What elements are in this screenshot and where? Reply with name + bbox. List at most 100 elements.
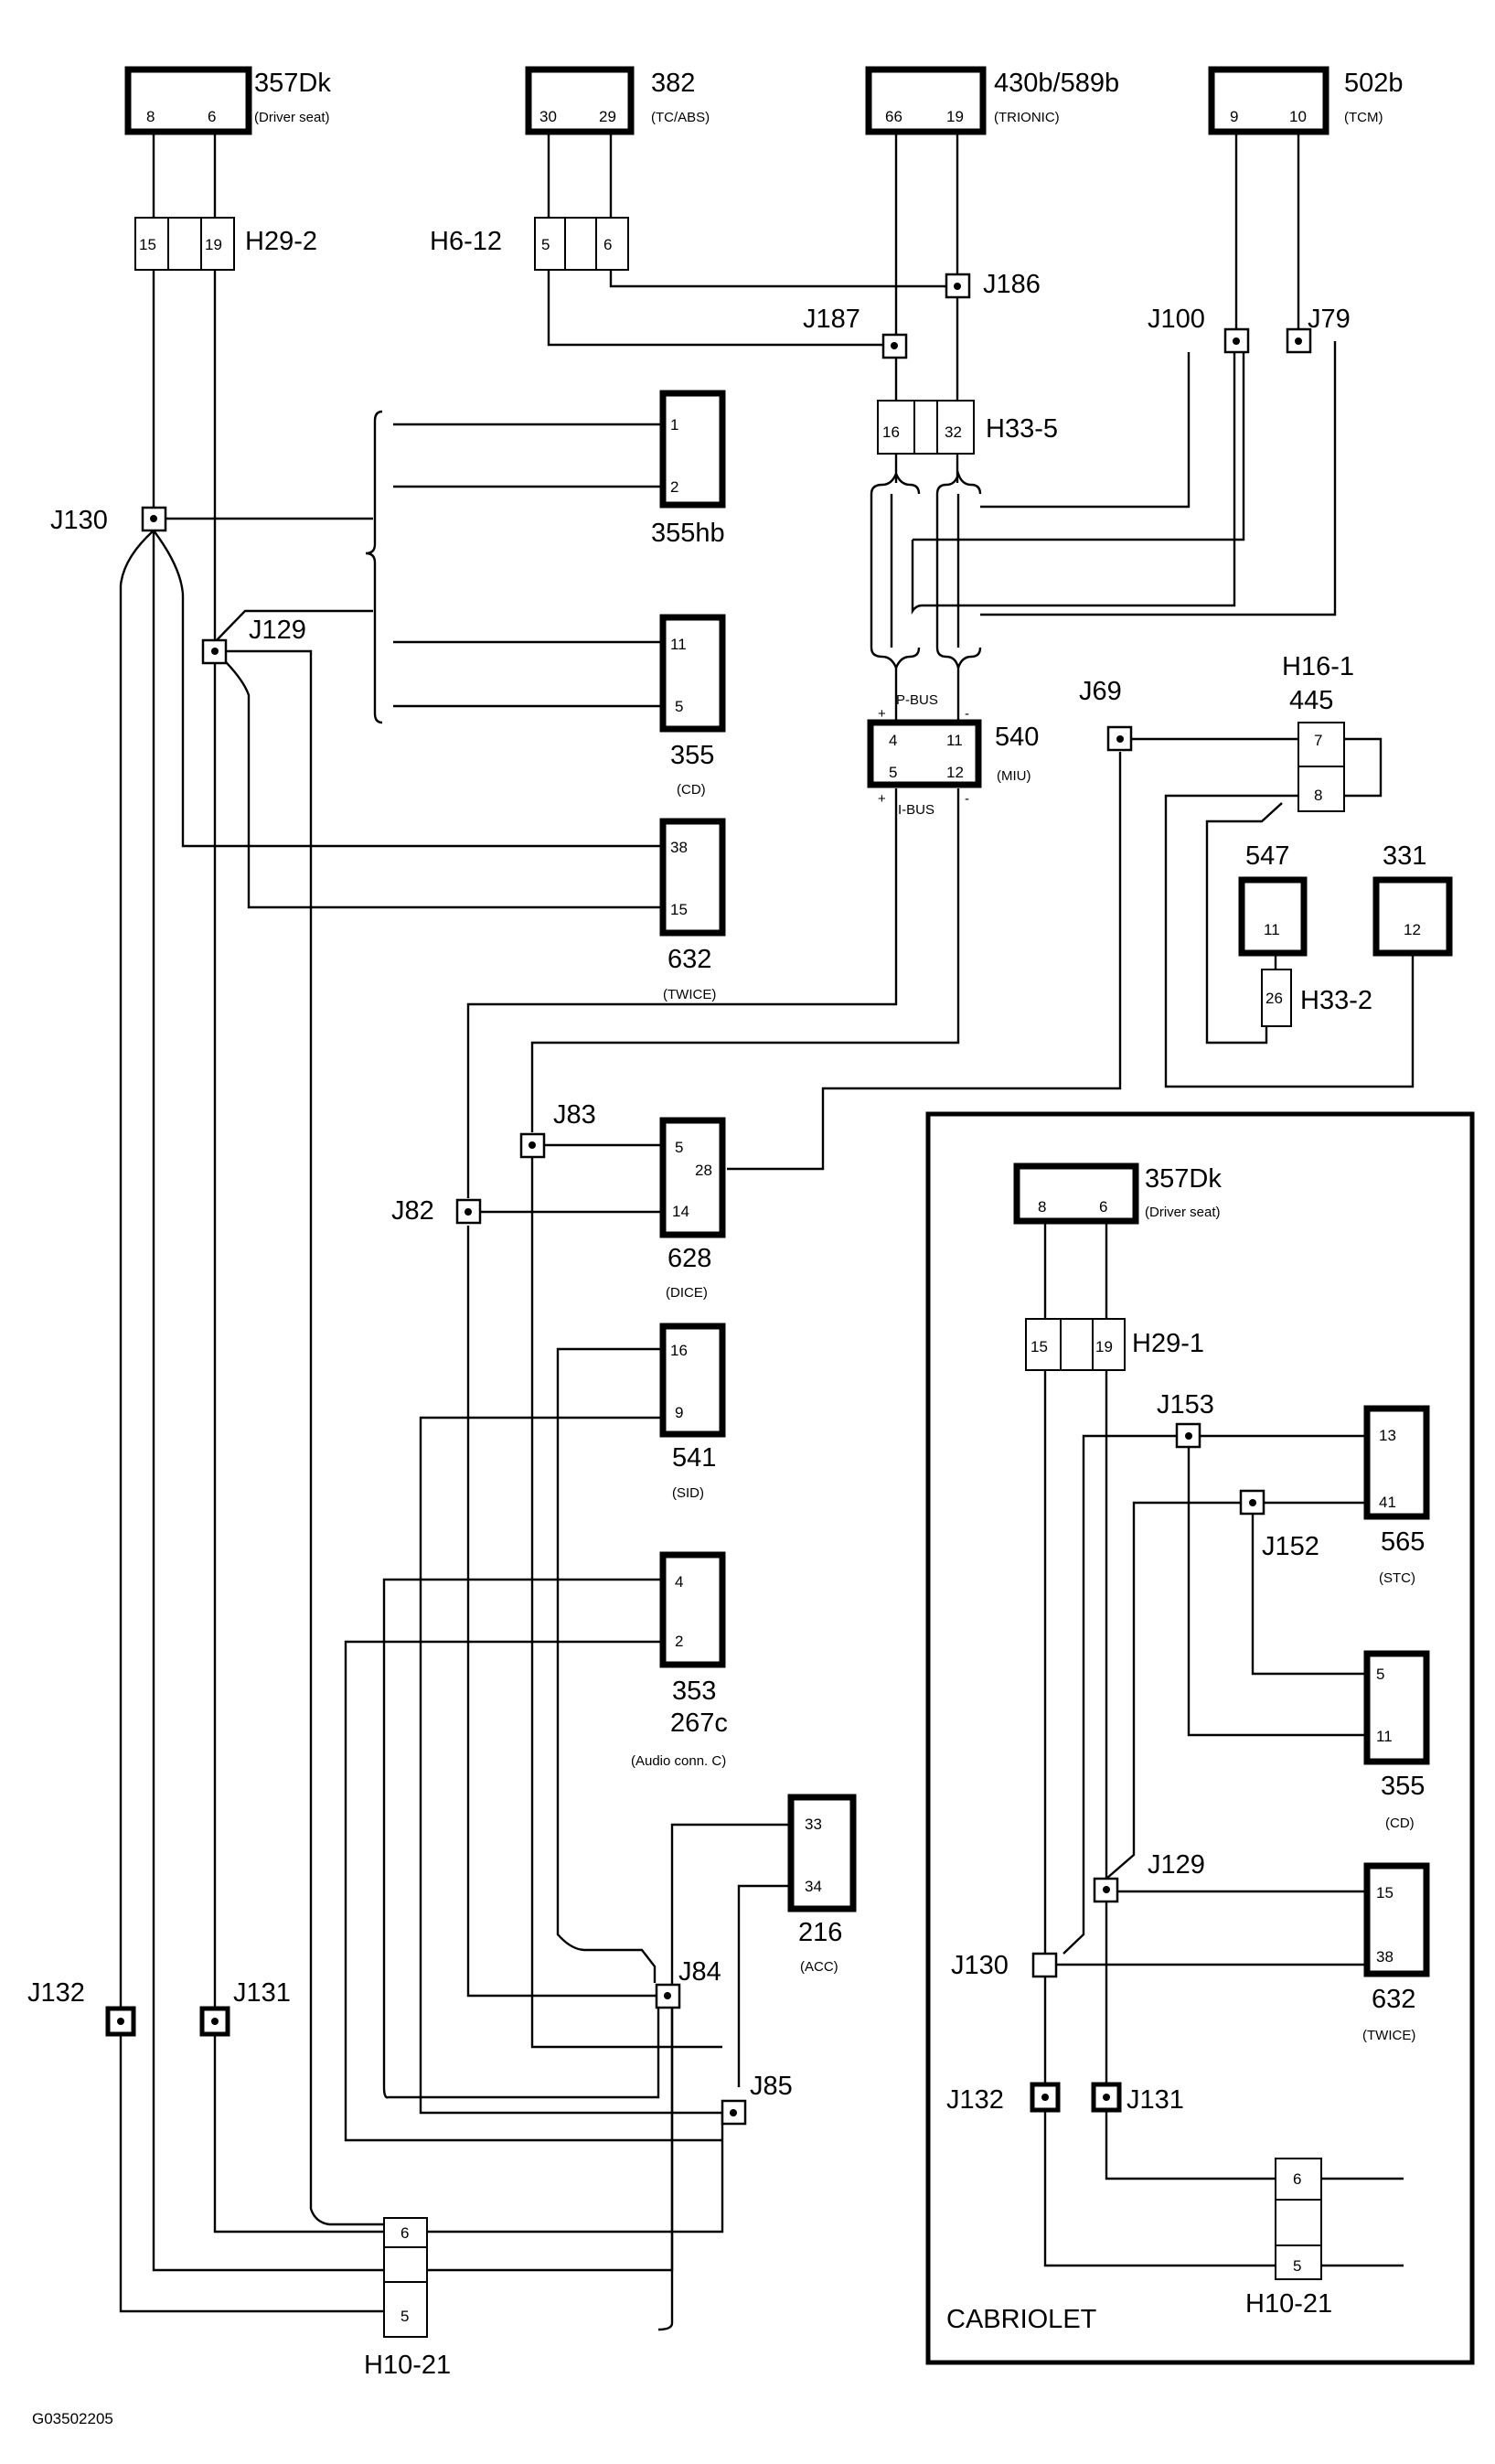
module-628: 5 28 14 628 (DICE) — [659, 1117, 726, 1301]
svg-text:6: 6 — [1099, 1198, 1107, 1216]
svg-text:J152: J152 — [1262, 1532, 1319, 1561]
junction-j130: J130 — [50, 506, 167, 535]
module-267c-label: 267c — [670, 1709, 728, 1738]
svg-text:10: 10 — [1289, 108, 1307, 125]
svg-text:J85: J85 — [750, 2072, 793, 2101]
svg-text:J69: J69 — [1079, 677, 1122, 706]
module-547-label: 547 — [1245, 841, 1289, 871]
module-355hb: 1 2 355hb — [651, 390, 726, 548]
svg-text:15: 15 — [670, 901, 688, 918]
module-502b-label: 502b — [1344, 69, 1404, 98]
module-502b: 9 10 502b (TCM) — [1208, 66, 1404, 135]
cab-connector-h10-21-label: H10-21 — [1245, 2289, 1332, 2319]
module-540-miu: 4 11 5 12 540 (MIU) P-BUS I-BUS + - + - — [867, 692, 1039, 818]
svg-text:30: 30 — [539, 108, 557, 125]
svg-text:5: 5 — [675, 1139, 683, 1156]
cab-junction-j131: J131 — [1091, 2082, 1184, 2115]
svg-text:9: 9 — [1230, 108, 1238, 125]
svg-text:J130: J130 — [50, 506, 108, 535]
connector-h33-5: 16 32 H33-5 — [877, 400, 1058, 455]
cab-module-565-desc: (STC) — [1379, 1570, 1415, 1586]
module-382-desc: (TC/ABS) — [651, 110, 710, 125]
module-430-label: 430b/589b — [994, 69, 1119, 98]
connector-h10-21: 6 5 H10-21 — [364, 2217, 451, 2380]
cab-junction-j129: J129 — [1093, 1850, 1205, 1903]
svg-text:19: 19 — [1095, 1338, 1113, 1355]
junction-j82: J82 — [391, 1196, 482, 1226]
connector-h6-12: 5 6 H6-12 — [430, 217, 629, 271]
module-357dk-desc: (Driver seat) — [254, 110, 330, 125]
svg-text:32: 32 — [945, 423, 962, 441]
svg-text:6: 6 — [1293, 2170, 1301, 2188]
junction-j83: J83 — [519, 1100, 596, 1159]
connector-h16-1-sub: 445 — [1289, 686, 1333, 715]
module-628-desc: (DICE) — [666, 1285, 708, 1301]
svg-text:8: 8 — [1314, 787, 1322, 804]
module-632-label: 632 — [667, 945, 711, 974]
svg-text:11: 11 — [670, 636, 687, 653]
svg-text:6: 6 — [208, 108, 216, 125]
svg-text:15: 15 — [1030, 1338, 1048, 1355]
cab-module-355: 5 11 355 (CD) — [1363, 1650, 1430, 1831]
cab-module-357dk-label: 357Dk — [1145, 1164, 1222, 1194]
module-541: 16 9 541 (SID) — [659, 1323, 726, 1501]
svg-text:J131: J131 — [1127, 2085, 1184, 2115]
svg-text:5: 5 — [675, 698, 683, 715]
module-216: 33 34 216 (ACC) — [787, 1794, 857, 1975]
module-216-desc: (ACC) — [800, 1959, 838, 1975]
junction-j85: J85 — [721, 2072, 793, 2126]
svg-text:12: 12 — [946, 764, 964, 781]
svg-text:J132: J132 — [946, 2085, 1004, 2115]
cab-module-357dk: 8 6 357Dk (Driver seat) — [1013, 1162, 1222, 1225]
svg-text:1: 1 — [670, 416, 678, 434]
svg-text:5: 5 — [541, 236, 550, 253]
module-353-desc: (Audio conn. C) — [631, 1753, 726, 1769]
svg-text:-: - — [965, 791, 969, 807]
module-353-label: 353 — [672, 1677, 716, 1706]
svg-text:5: 5 — [1376, 1666, 1384, 1683]
connector-h16-1-label: H16-1 — [1282, 652, 1354, 681]
svg-text:+: + — [878, 791, 886, 807]
svg-text:J130: J130 — [951, 1951, 1009, 1980]
module-382: 30 29 382 (TC/ABS) — [525, 66, 710, 135]
cab-module-632: 15 38 632 (TWICE) — [1362, 1862, 1430, 2043]
module-216-label: 216 — [798, 1918, 842, 1947]
svg-text:11: 11 — [1264, 921, 1280, 938]
figure-code: G03502205 — [32, 2410, 113, 2427]
svg-text:5: 5 — [889, 764, 897, 781]
svg-text:4: 4 — [889, 732, 897, 749]
svg-text:26: 26 — [1265, 990, 1283, 1007]
svg-text:J84: J84 — [678, 1957, 721, 1987]
svg-text:J100: J100 — [1148, 305, 1205, 334]
svg-text:J132: J132 — [27, 1978, 85, 2008]
connector-h33-2-label: H33-2 — [1300, 986, 1372, 1015]
cab-junction-j132: J132 — [946, 2082, 1061, 2115]
module-541-label: 541 — [672, 1443, 716, 1473]
junction-j84: J84 — [655, 1957, 721, 2009]
cab-junction-j130: J130 — [951, 1951, 1058, 1980]
cab-module-355-desc: (CD) — [1385, 1816, 1415, 1831]
svg-text:5: 5 — [400, 2308, 409, 2325]
junction-j187: J187 — [803, 305, 908, 359]
svg-text:15: 15 — [139, 236, 156, 253]
cab-junction-j153: J153 — [1157, 1390, 1214, 1449]
cab-module-357dk-desc: (Driver seat) — [1145, 1205, 1221, 1220]
junction-j79: J79 — [1286, 305, 1351, 354]
junction-j129: J129 — [201, 616, 306, 665]
cabriolet-label: CABRIOLET — [946, 2305, 1097, 2334]
module-331-label: 331 — [1383, 841, 1426, 871]
module-547: 11 547 — [1238, 841, 1308, 957]
p-bus-label: P-BUS — [896, 692, 938, 708]
svg-text:29: 29 — [599, 108, 616, 125]
cabriolet-section: CABRIOLET 8 6 357Dk (Driver seat) 15 19 … — [925, 1111, 1475, 2365]
module-331: 12 331 — [1372, 841, 1453, 957]
svg-text:6: 6 — [400, 2224, 409, 2242]
svg-text:+: + — [878, 706, 886, 722]
svg-text:J187: J187 — [803, 305, 860, 334]
svg-text:9: 9 — [675, 1404, 683, 1421]
module-430b-589b: 66 19 430b/589b (TRIONIC) — [865, 66, 1119, 135]
svg-text:19: 19 — [946, 108, 964, 125]
svg-text:J186: J186 — [983, 270, 1041, 299]
svg-text:8: 8 — [146, 108, 155, 125]
svg-text:4: 4 — [675, 1573, 683, 1591]
